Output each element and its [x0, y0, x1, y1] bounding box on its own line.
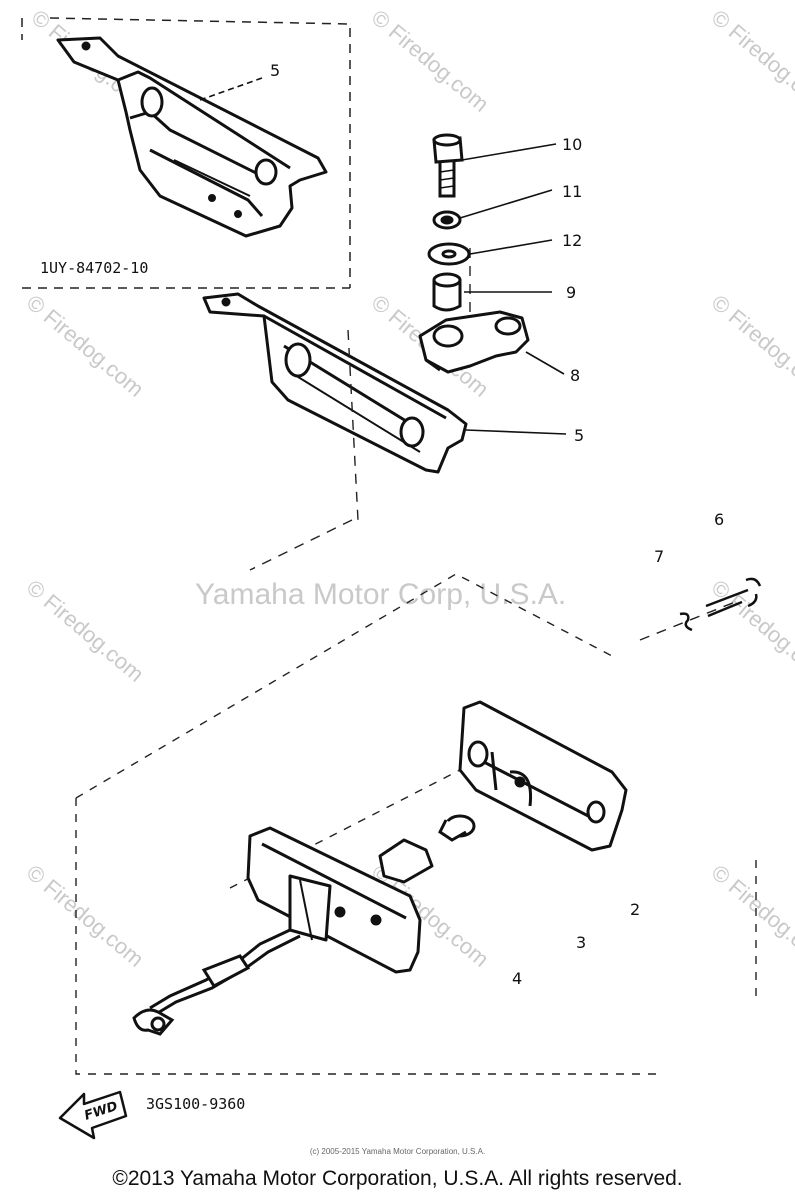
small-screw-parts	[679, 577, 762, 632]
watermark-site-3: © Firedog.com	[707, 5, 795, 117]
bulb-part-3	[438, 814, 476, 842]
lock-washer-part-11	[432, 210, 462, 230]
arm-part-8	[418, 310, 530, 374]
callout-8: 8	[570, 366, 580, 385]
watermark-site-9: © Firedog.com	[22, 860, 149, 972]
lamp-wire-harness	[132, 928, 301, 1036]
bolt-part-10	[432, 133, 464, 198]
watermark-site-7: © Firedog.com	[22, 575, 149, 687]
lamp-housing-part-4	[246, 826, 434, 974]
leader-lines	[199, 77, 567, 435]
collar-part-9	[432, 272, 462, 312]
callout-12: 12	[562, 231, 582, 250]
callout-2: 2	[630, 900, 640, 919]
bracket-part-5-top	[56, 36, 328, 238]
bracket-part-5-main	[202, 292, 468, 474]
callout-11: 11	[562, 182, 582, 201]
watermark-site-4: © Firedog.com	[22, 290, 149, 402]
callout-6: 6	[714, 510, 724, 529]
watermark-site-2: © Firedog.com	[367, 5, 494, 117]
callout-9: 9	[566, 283, 576, 302]
callout-3: 3	[576, 933, 586, 952]
watermark-site-8: © Firedog.com	[707, 575, 795, 687]
washer-part-12	[427, 242, 471, 266]
callout-5-top: 5	[270, 61, 280, 80]
watermark-site-6: © Firedog.com	[707, 290, 795, 402]
callout-4: 4	[512, 969, 522, 988]
callout-10: 10	[562, 135, 582, 154]
lamp-lens-part-2	[458, 700, 628, 852]
part-number-bracket-variant: 1UY-84702-10	[40, 259, 148, 277]
copyright-main-text: ©2013 Yamaha Motor Corporation, U.S.A. A…	[112, 1167, 683, 1190]
fwd-arrow-icon: FWD	[58, 1090, 128, 1140]
callout-5-mid: 5	[574, 426, 584, 445]
copyright-small-text: (c) 2005-2015 Yamaha Motor Corporation, …	[309, 1147, 486, 1156]
watermark-site-11: © Firedog.com	[707, 860, 795, 972]
part-number-lamp-assembly: 3GS100-9360	[146, 1095, 245, 1113]
lamp-plane-outline	[75, 573, 757, 1075]
variant-box	[21, 17, 351, 289]
watermark-center-text: Yamaha Motor Corp, U.S.A.	[195, 578, 566, 611]
callout-7: 7	[654, 547, 664, 566]
